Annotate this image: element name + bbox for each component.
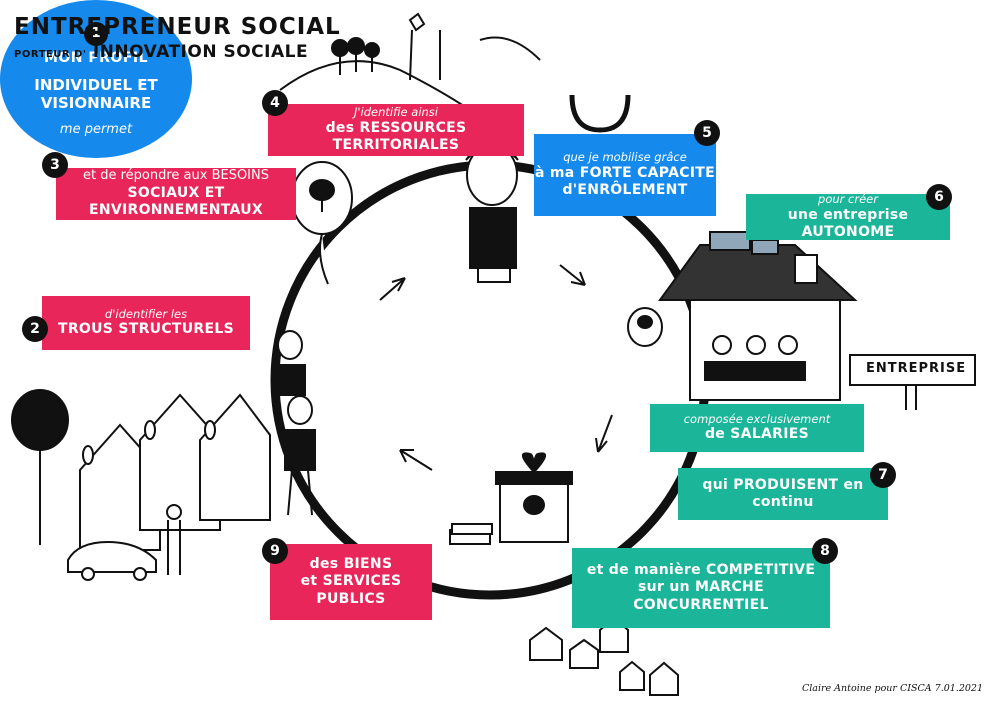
title-main: INNOVATION SOCIALE bbox=[92, 42, 309, 62]
left-people-drawing bbox=[274, 330, 316, 516]
step-4-line-1: J'identifie ainsi bbox=[354, 105, 438, 120]
gift-box-drawing bbox=[495, 452, 573, 543]
title-prefix: PORTEUR D' bbox=[14, 49, 87, 60]
money-drawing bbox=[449, 523, 493, 545]
author-signature: Claire Antoine pour CISCA 7.01.2021 bbox=[801, 683, 983, 694]
step-2-line-2: TROUS STRUCTURELS bbox=[58, 321, 234, 338]
step-number-2: 2 bbox=[22, 316, 48, 342]
step-6-line-2: une entreprise AUTONOME bbox=[787, 206, 909, 241]
step-number-3: 3 bbox=[42, 152, 68, 178]
step-2-line-1: d'identifier les bbox=[104, 307, 188, 322]
employees-line-2: de SALARIES bbox=[704, 426, 809, 443]
employees-line-1: composée exclusivement bbox=[683, 412, 831, 427]
step-8-box: et de manière COMPETITIVE sur un MARCHE … bbox=[572, 548, 830, 628]
central-person-drawing bbox=[465, 141, 519, 283]
step-7-box: qui PRODUISENT en continu bbox=[678, 468, 888, 520]
center-line-2: INDIVIDUEL ET VISIONNAIRE bbox=[34, 75, 158, 112]
central-profile-ellipse: 1 MON PROFIL INDIVIDUEL ET VISIONNAIRE m… bbox=[0, 0, 192, 158]
step-8-line-2: sur un MARCHE CONCURRENTIEL bbox=[633, 579, 769, 613]
balloon-drawing bbox=[291, 161, 353, 285]
step-5-line-3: d'ENRÔLEMENT bbox=[562, 182, 688, 199]
step-5-line-1: que je mobilise grâce bbox=[563, 150, 687, 165]
hill-drawing bbox=[279, 12, 631, 133]
village-drawing bbox=[11, 389, 271, 581]
enterprise-sign-label: ENTREPRISE bbox=[866, 361, 967, 376]
step-number-6: 6 bbox=[926, 184, 952, 210]
flow-arrows bbox=[379, 264, 613, 471]
step-6-line-1: pour créer bbox=[818, 192, 878, 207]
step-3-line-1: et de répondre aux BESOINS bbox=[82, 168, 269, 184]
center-line-3: me permet bbox=[59, 121, 133, 137]
enterprise-building-drawing bbox=[627, 231, 858, 401]
step-number-9: 9 bbox=[262, 538, 288, 564]
step-number-7: 7 bbox=[870, 462, 896, 488]
step-9-line-2: et SERVICES PUBLICS bbox=[300, 573, 402, 607]
step-4-line-2: des RESSOURCES TERRITORIALES bbox=[325, 119, 467, 154]
step-2-box: d'identifier les TROUS STRUCTURELS bbox=[42, 296, 250, 350]
bottom-houses-drawing bbox=[529, 616, 679, 696]
step-3-line-2: SOCIAUX ET ENVIRONNEMENTAUX bbox=[88, 184, 264, 219]
diagram-title: ENTREPRENEUR SOCIAL PORTEUR D' INNOVATIO… bbox=[14, 14, 341, 62]
step-4-box: J'identifie ainsi des RESSOURCES TERRITO… bbox=[268, 104, 524, 156]
employees-note-box: composée exclusivement de SALARIES bbox=[650, 404, 864, 452]
step-number-4: 4 bbox=[262, 90, 288, 116]
step-number-5: 5 bbox=[694, 120, 720, 146]
step-5-box: que je mobilise grâce à ma FORTE CAPACIT… bbox=[534, 134, 716, 216]
center-line-1: MON PROFIL bbox=[43, 49, 149, 66]
step-6-box: pour créer une entreprise AUTONOME bbox=[746, 192, 950, 241]
step-9-line-1: des BIENS bbox=[309, 555, 393, 572]
step-9-box: des BIENS et SERVICES PUBLICS bbox=[270, 544, 432, 620]
title-line-1: ENTREPRENEUR SOCIAL bbox=[14, 14, 341, 40]
step-5-line-2: à ma FORTE CAPACITE bbox=[534, 164, 716, 181]
step-8-line-1: et de manière COMPETITIVE bbox=[586, 561, 816, 578]
step-7-line-1: qui PRODUISENT en continu bbox=[702, 476, 864, 511]
step-3-box: et de répondre aux BESOINS SOCIAUX ET EN… bbox=[56, 168, 296, 220]
step-number-1: 1 bbox=[84, 21, 108, 46]
title-line-2: PORTEUR D' INNOVATION SOCIALE bbox=[14, 42, 341, 62]
step-number-8: 8 bbox=[812, 538, 838, 564]
enterprise-sign-drawing bbox=[849, 354, 976, 410]
